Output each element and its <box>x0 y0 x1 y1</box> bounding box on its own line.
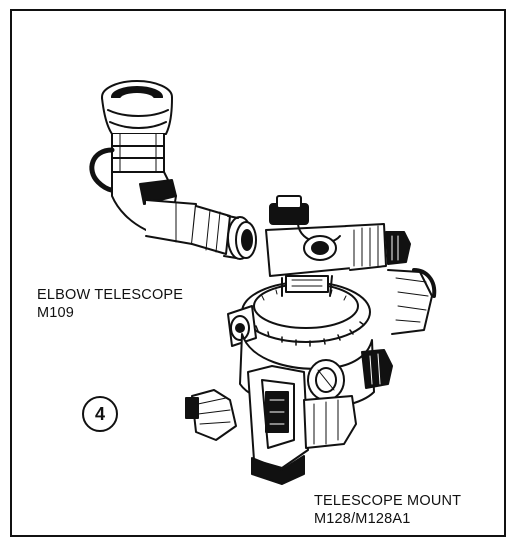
figure-number: 4 <box>95 404 105 425</box>
elbow-telescope-label: ELBOW TELESCOPE M109 <box>37 286 183 322</box>
telescope-mount-label: TELESCOPE MOUNT M128/M128A1 <box>314 492 461 528</box>
figure-number-badge: 4 <box>82 396 118 432</box>
elbow-telescope-name: ELBOW TELESCOPE <box>37 286 183 304</box>
telescope-mount-model: M128/M128A1 <box>314 510 461 528</box>
elbow-telescope-drawing <box>92 81 256 259</box>
elbow-telescope-model: M109 <box>37 304 183 322</box>
telescope-mount-name: TELESCOPE MOUNT <box>314 492 461 510</box>
